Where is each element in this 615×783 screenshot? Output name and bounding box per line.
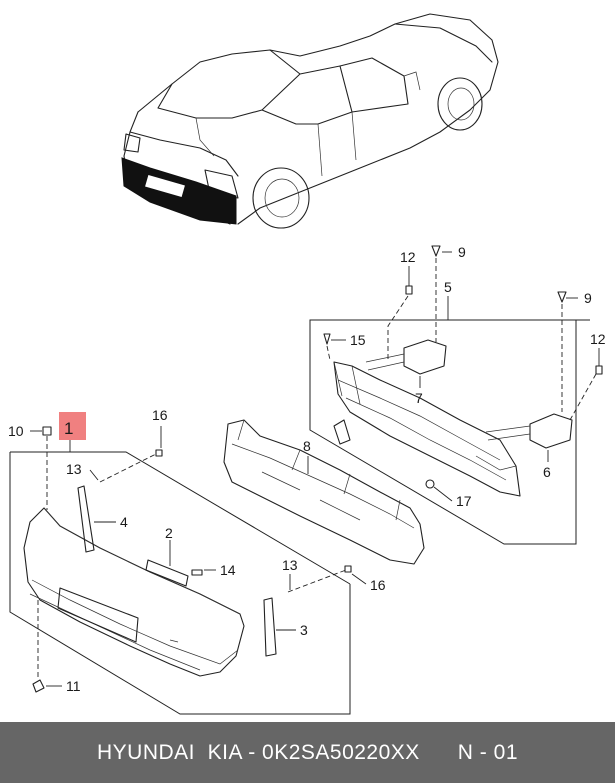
callout-9b: 9 [584, 290, 592, 306]
rear-bumper-exploded-diagram: 1 2 3 4 5 6 7 8 9 9 10 11 12 12 13 13 14… [8, 13, 606, 715]
part-number-footer: HYUNDAI KIA - 0K2SA50220XX N - 01 [0, 722, 615, 783]
footer-text: HYUNDAI KIA - 0K2SA50220XX N - 01 [96, 740, 518, 764]
car-overview-illustration [121, 13, 499, 229]
callout-1-highlight [59, 412, 86, 440]
callout-5: 5 [444, 279, 452, 295]
callout-13b: 13 [282, 557, 298, 573]
callout-1: 1 [64, 419, 73, 438]
callout-8: 8 [303, 438, 311, 454]
license-plate-bracket-part [145, 559, 189, 587]
callout-14: 14 [220, 562, 236, 578]
callout-10: 10 [8, 423, 24, 439]
leader-lines [30, 251, 600, 687]
callout-11: 11 [66, 678, 81, 694]
callout-2: 2 [165, 525, 173, 541]
reinforcement-beam-part [333, 361, 521, 497]
callout-17: 17 [456, 493, 472, 509]
fasteners [32, 245, 603, 693]
bumper-assembly-frame [9, 452, 351, 715]
callout-12a: 12 [400, 249, 416, 265]
callout-16b: 16 [370, 577, 386, 593]
callout-3: 3 [300, 622, 308, 638]
bumper-cover-part [23, 507, 245, 677]
callout-9a: 9 [458, 244, 466, 260]
side-bracket-right-part [263, 597, 277, 657]
bumper-stay-left-part [365, 339, 447, 375]
callout-12b: 12 [590, 331, 606, 347]
side-bracket-left-part [77, 485, 95, 553]
callout-15: 15 [350, 332, 366, 348]
bumper-stay-right-part [485, 413, 573, 449]
callout-7: 7 [415, 390, 423, 406]
energy-absorber-part [223, 419, 425, 565]
callout-13a: 13 [66, 461, 82, 477]
callout-6: 6 [543, 464, 551, 480]
callout-16a: 16 [152, 407, 168, 423]
callout-4: 4 [120, 514, 128, 530]
reinforcement-assembly-frame [309, 319, 577, 545]
